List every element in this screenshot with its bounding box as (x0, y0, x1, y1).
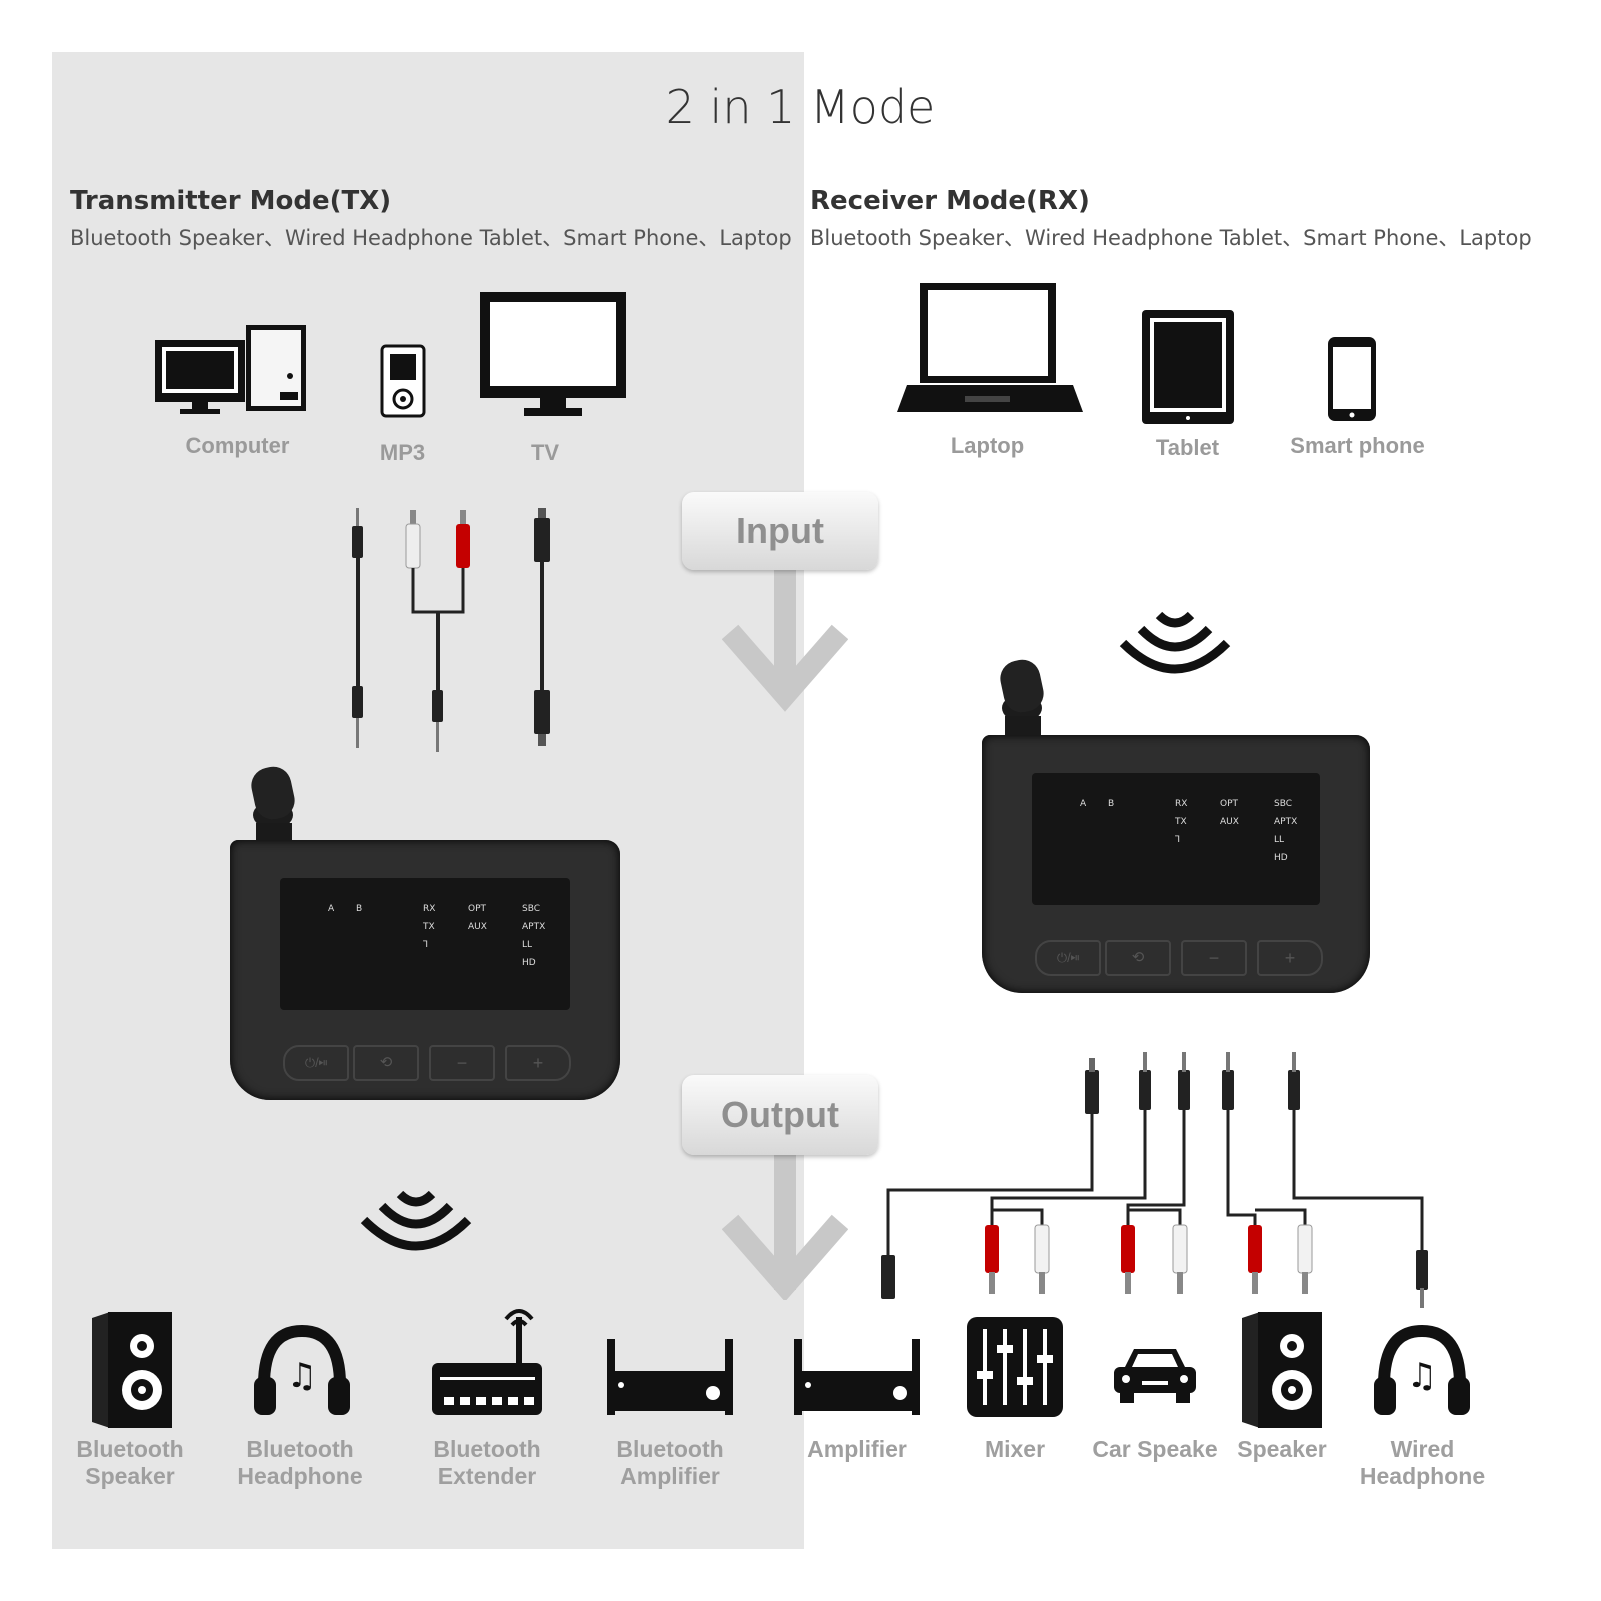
mode-button[interactable]: ⟲ (1105, 940, 1171, 976)
output-label-line1: Wired (1390, 1436, 1455, 1462)
output-label-line2: Amplifier (620, 1463, 720, 1489)
output-label-line1: Amplifier (807, 1436, 907, 1462)
led-opt: OPT (468, 904, 487, 914)
amplifier-icon (794, 1339, 920, 1415)
power-play-button[interactable]: ⏻/⏯ (1035, 940, 1101, 976)
output-label-line1: Mixer (984, 1436, 1046, 1462)
source-label-laptop: Laptop (950, 433, 1025, 458)
optical-cable-icon (534, 508, 550, 746)
tablet-icon (1142, 310, 1234, 424)
wireless-signal-icon (360, 1190, 472, 1251)
source-label-tablet: Tablet (1155, 435, 1220, 460)
led-tx: TX (1175, 817, 1187, 827)
led-aux-icon: Ꞁ (1175, 835, 1181, 845)
led-a: A (328, 904, 335, 914)
led-b: B (356, 904, 363, 914)
output-label-line1: Bluetooth (433, 1436, 541, 1462)
led-aptx: APTX (522, 922, 546, 932)
rca-cable-icon (405, 510, 470, 752)
led-aux: AUX (1220, 817, 1239, 827)
source-label-smartphone: Smart phone (1290, 433, 1425, 458)
output-label-bt-speaker: Bluetooth Speaker (55, 1436, 205, 1490)
headphone-icon: ♫ (254, 1325, 350, 1415)
laptop-icon (897, 283, 1083, 412)
led-tx: TX (423, 922, 435, 932)
input-cables (352, 508, 550, 752)
output-label-line1: Speaker (1237, 1436, 1327, 1462)
rx-subtitle: Bluetooth Speaker、Wired Headphone Tablet… (810, 226, 1532, 250)
source-label-mp3: MP3 (379, 440, 426, 465)
led-a: A (1080, 799, 1087, 809)
antenna-icon (1000, 659, 1044, 736)
output-label-speaker: Speaker (1222, 1436, 1342, 1463)
output-label-bt-amplifier: Bluetooth Amplifier (595, 1436, 745, 1490)
speaker-icon (92, 1312, 172, 1428)
input-arrow-icon (722, 560, 848, 712)
output-badge: Output (682, 1075, 878, 1155)
output-cables (881, 1052, 1428, 1308)
input-badge: Input (682, 492, 878, 570)
volume-up-button[interactable]: + (1257, 940, 1323, 976)
router-icon (432, 1309, 542, 1415)
led-rx: RX (423, 904, 436, 914)
headphone-icon: ♫ (1374, 1325, 1470, 1415)
source-label-tv: TV (530, 440, 560, 465)
mp3-player-icon (380, 344, 426, 418)
output-label-bt-extender: Bluetooth Extender (412, 1436, 562, 1490)
tx-panel-background (52, 52, 804, 1549)
smartphone-icon (1328, 337, 1376, 421)
tv-icon (480, 292, 626, 416)
output-label-line1: Bluetooth (76, 1436, 184, 1462)
source-label-computer: Computer (185, 433, 290, 458)
svg-text:♫: ♫ (1407, 1356, 1437, 1396)
led-opt: OPT (1220, 799, 1239, 809)
led-ll: LL (1274, 835, 1285, 845)
output-label-line2: Headphone (237, 1463, 363, 1489)
tx-transceiver-device: A B RX TX Ꞁ OPT AUX SBC APTX LL HD ⏻/⏯ ⟲… (228, 745, 623, 1105)
device-display: A B RX TX Ꞁ OPT AUX SBC APTX LL HD (280, 878, 570, 1010)
aux-cable-icon (352, 508, 363, 748)
tx-heading: Transmitter Mode(TX) (70, 186, 392, 216)
volume-down-button[interactable]: − (1181, 940, 1247, 976)
computer-icon (155, 325, 306, 414)
power-play-button[interactable]: ⏻/⏯ (283, 1045, 349, 1081)
led-aux: AUX (468, 922, 487, 932)
led-sbc: SBC (1274, 799, 1293, 809)
rx-transceiver-device: A B RX TX Ꞁ OPT AUX SBC APTX LL HD ⏻/⏯ ⟲… (980, 640, 1375, 1000)
mixer-icon (967, 1317, 1063, 1417)
output-label-amplifier: Amplifier (782, 1436, 932, 1463)
led-rx: RX (1175, 799, 1188, 809)
wireless-signal-icon (1119, 611, 1231, 674)
output-label-line2: Extender (437, 1463, 537, 1489)
output-label-line2: Headphone (1359, 1463, 1486, 1489)
speaker-icon (1242, 1312, 1322, 1428)
car-icon (1114, 1349, 1196, 1403)
led-hd: HD (522, 958, 536, 968)
output-label-line1: Bluetooth (246, 1436, 354, 1462)
led-hd: HD (1274, 853, 1288, 863)
output-label-bt-headphone: Bluetooth Headphone (225, 1436, 375, 1490)
output-label-mixer: Mixer (940, 1436, 1090, 1463)
svg-text:♫: ♫ (287, 1356, 317, 1396)
device-display: A B RX TX Ꞁ OPT AUX SBC APTX LL HD (1032, 773, 1320, 905)
volume-down-button[interactable]: − (429, 1045, 495, 1081)
output-label-car-speaker: Car Speake (1082, 1436, 1228, 1463)
led-ll: LL (522, 940, 533, 950)
led-sbc: SBC (522, 904, 541, 914)
mode-button[interactable]: ⟲ (353, 1045, 419, 1081)
output-label-wired-headphone: Wired Headphone (1345, 1436, 1500, 1490)
led-b: B (1108, 799, 1115, 809)
led-aux-icon: Ꞁ (423, 940, 429, 950)
page-title: 2 in 1 Mode (665, 80, 936, 134)
amplifier-icon (607, 1339, 733, 1415)
output-label-line2: Speaker (85, 1463, 175, 1489)
tx-subtitle: Bluetooth Speaker、Wired Headphone Tablet… (70, 226, 792, 250)
output-arrow-icon (722, 1140, 848, 1300)
output-label-line1: Bluetooth (616, 1436, 724, 1462)
led-aptx: APTX (1274, 817, 1298, 827)
volume-up-button[interactable]: + (505, 1045, 571, 1081)
antenna-icon (251, 766, 295, 843)
rx-heading: Receiver Mode(RX) (810, 186, 1090, 216)
output-label-line1: Car Speake (1092, 1436, 1218, 1462)
